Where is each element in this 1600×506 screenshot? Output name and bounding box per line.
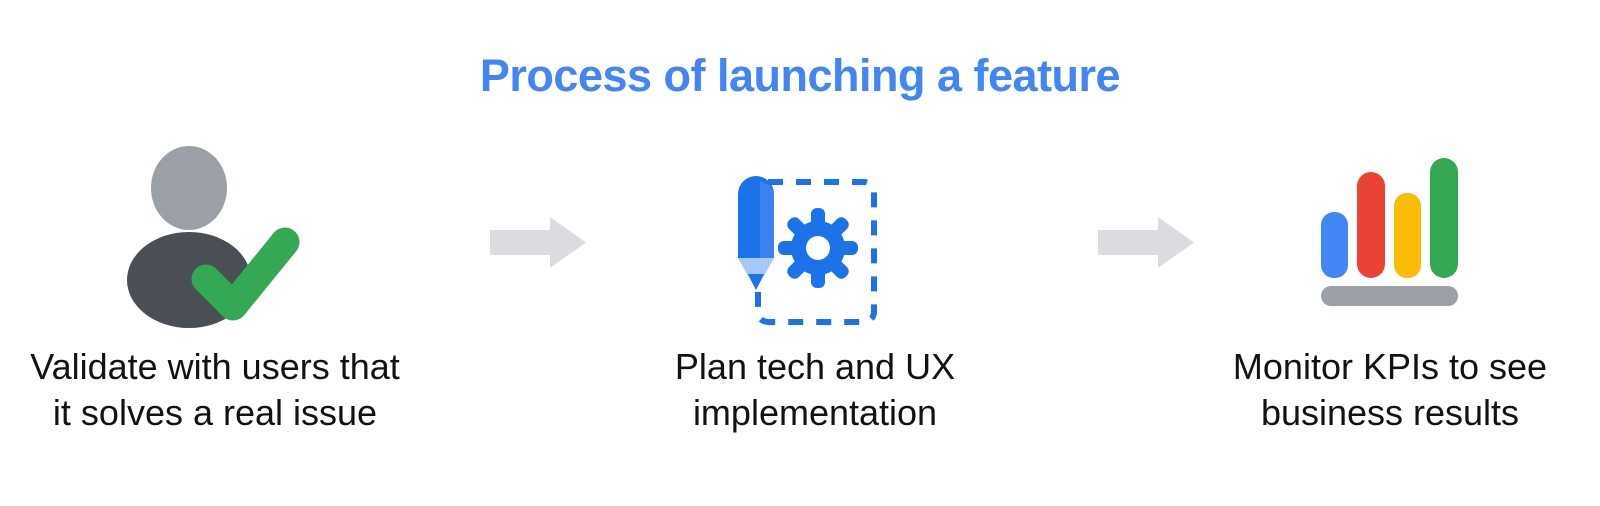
step-3-icon-wrap <box>1275 140 1495 330</box>
step-1-caption: Validate with users that it solves a rea… <box>30 346 400 433</box>
step-2-caption: Plan tech and UX implementation <box>674 346 956 433</box>
connector-arrow-1 <box>488 215 588 275</box>
pencil-gear-icon <box>738 176 877 325</box>
connector-arrow-2 <box>1096 215 1196 275</box>
person-head-icon <box>151 146 227 230</box>
gear-icon <box>778 208 858 288</box>
process-flow <box>0 140 1600 340</box>
check-icon <box>191 227 300 321</box>
bar-green <box>1430 158 1458 278</box>
step-3-caption: Monitor KPIs to see business results <box>1232 346 1548 433</box>
pencil-highlight-icon <box>760 181 774 258</box>
bar-chart-icon <box>1321 158 1458 306</box>
dashed-frame-icon <box>755 179 877 325</box>
chart-baseline <box>1321 286 1458 306</box>
bar-yellow <box>1394 193 1421 278</box>
arrow-right-icon <box>1098 217 1194 268</box>
page-title: Process of launching a feature <box>479 50 1121 101</box>
pencil-tip-icon <box>748 274 764 290</box>
step-1-icon-wrap <box>105 140 325 330</box>
bar-red <box>1357 172 1385 278</box>
arrow-right-icon <box>490 217 586 268</box>
bar-blue <box>1321 212 1348 278</box>
step-2-icon-wrap <box>705 140 925 330</box>
step-captions: Validate with users that it solves a rea… <box>0 344 1600 464</box>
person-check-icon <box>127 146 300 328</box>
